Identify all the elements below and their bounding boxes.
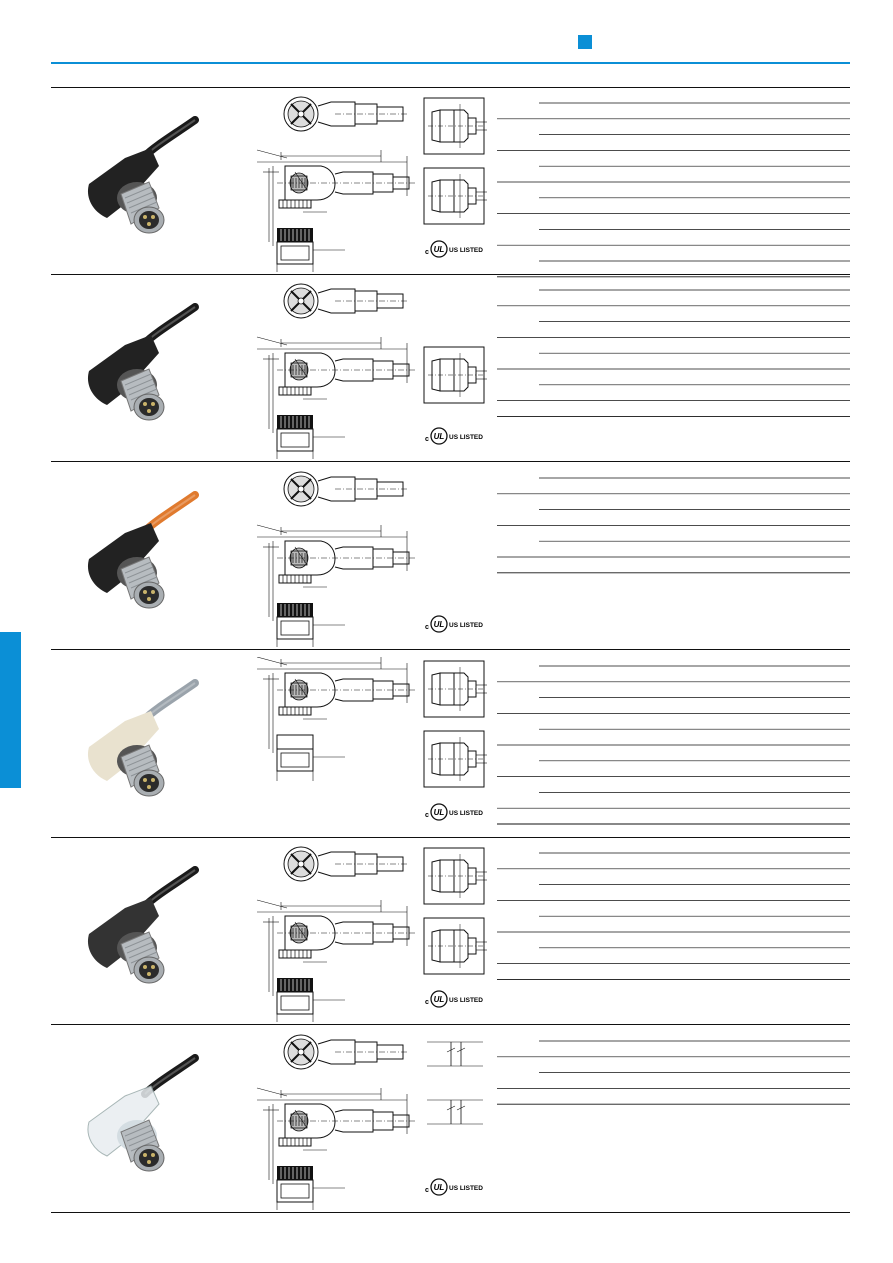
ul-c-text: c (425, 249, 429, 256)
ul-listed-text: US LISTED (449, 810, 483, 817)
product-row: c UL US LISTED (51, 275, 850, 462)
ul-logo-text: UL (434, 808, 445, 817)
spec-table-lines (497, 88, 850, 284)
ul-logo-text: UL (434, 620, 445, 629)
ul-listed-text: US LISTED (449, 434, 483, 441)
spec-table-lines (497, 838, 850, 986)
table-top-rule (51, 87, 850, 88)
chapter-tab (0, 632, 21, 788)
wiring-diagram (423, 96, 488, 236)
product-photo (63, 836, 203, 1026)
wiring-diagram (423, 1034, 487, 1174)
product-photo (63, 86, 203, 276)
spec-table-lines (497, 275, 850, 423)
ul-listed-mark: c UL US LISTED (425, 990, 485, 1008)
ul-listed-mark: c UL US LISTED (425, 1178, 485, 1196)
ul-logo-text: UL (434, 995, 445, 1004)
product-photo (63, 649, 203, 839)
ul-c-text: c (425, 999, 429, 1006)
dimension-drawing (255, 94, 425, 274)
ul-listed-text: US LISTED (449, 247, 483, 254)
wiring-diagram (423, 283, 488, 423)
ul-c-text: c (425, 1187, 429, 1194)
ul-listed-mark: c UL US LISTED (425, 615, 485, 633)
section-color-marker (578, 35, 592, 49)
spec-table-lines (497, 1026, 850, 1110)
dimension-drawing (255, 281, 425, 461)
product-row: c UL US LISTED (51, 838, 850, 1025)
product-photo (63, 1024, 203, 1214)
ul-logo-text: UL (434, 432, 445, 441)
ul-listed-text: US LISTED (449, 1185, 483, 1192)
dimension-drawing (255, 844, 425, 1024)
wiring-diagram (423, 659, 488, 799)
ul-c-text: c (425, 624, 429, 631)
product-row: c UL US LISTED (51, 651, 850, 838)
spec-table-lines (497, 651, 850, 831)
spec-table-lines (497, 463, 850, 579)
product-photo (63, 273, 203, 463)
product-row: c UL US LISTED (51, 1026, 850, 1213)
product-row: c UL US LISTED (51, 86, 850, 278)
ul-c-text: c (425, 436, 429, 443)
ul-logo-text: UL (434, 1183, 445, 1192)
ul-listed-text: US LISTED (449, 997, 483, 1004)
product-row: c UL US LISTED (51, 463, 850, 650)
ul-c-text: c (425, 812, 429, 819)
ul-listed-mark: c UL US LISTED (425, 240, 485, 258)
ul-listed-mark: c UL US LISTED (425, 803, 485, 821)
header-rule (51, 62, 850, 64)
ul-logo-text: UL (434, 245, 445, 254)
wiring-diagram (423, 846, 488, 986)
product-photo (63, 461, 203, 651)
ul-listed-mark: c UL US LISTED (425, 427, 485, 445)
dimension-drawing (255, 656, 425, 835)
dimension-drawing (255, 1032, 425, 1212)
ul-listed-text: US LISTED (449, 622, 483, 629)
dimension-drawing (255, 469, 425, 649)
